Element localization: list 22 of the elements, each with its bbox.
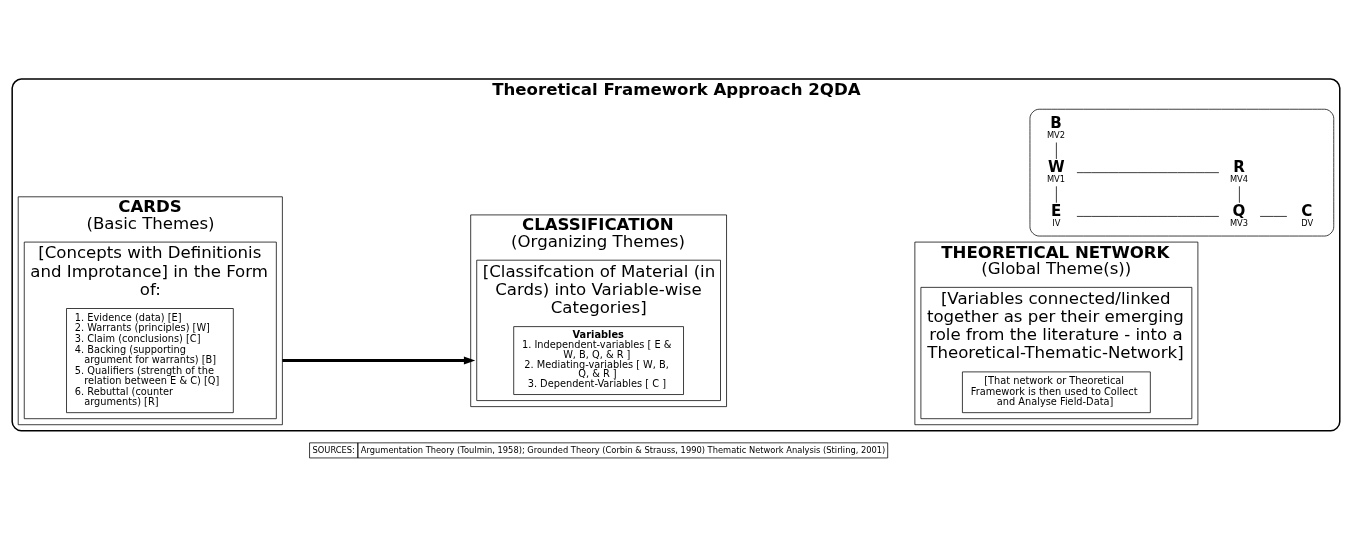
arrow	[282, 356, 476, 365]
label: SOURCES:	[312, 444, 355, 455]
connector	[1076, 215, 1220, 217]
connector	[1056, 185, 1057, 203]
node-text: E	[1051, 201, 1062, 220]
cluster	[1029, 108, 1335, 236]
node-box: [That network or Theoretical Framework is then used to Collect and Analyse Field-Data]	[962, 371, 1151, 413]
label: Argumentation Theory (Toulmin, 1958); Grounded Theory (Corbin & Strauss, 1990) Thematic Network Analysis (Stirling, 2001)	[360, 444, 886, 455]
node-text: B	[1050, 113, 1062, 132]
node-text: C	[1301, 201, 1313, 220]
node-label: IV	[1052, 217, 1061, 228]
node-text: W	[1048, 157, 1065, 176]
node-text: R	[1233, 157, 1245, 176]
connector	[1239, 185, 1240, 203]
node-label: MV4	[1229, 173, 1249, 184]
node-label: MV2	[1046, 129, 1066, 140]
node-label: MV1	[1046, 173, 1066, 184]
node-box: 1. Evidence (data) [E] 2. Warrants (principles) [W] 3. Claim (conclusions) [C] 4. Backing (supporting argument for warrants) [B] 5. Qualifiers (strength of the relation between E & C) [Q] 6. Rebuttal (counter arguments) [R]	[66, 307, 234, 413]
connector	[1056, 141, 1057, 159]
node-label: DV	[1301, 217, 1314, 228]
connector	[1259, 215, 1288, 217]
node-box: Variables 1. Independent-variables [ E & W, B, Q, & R ] 2. Mediating-variables [ W, B, Q, & R ] 3. Dependent-Variables [ C ]	[513, 325, 684, 395]
